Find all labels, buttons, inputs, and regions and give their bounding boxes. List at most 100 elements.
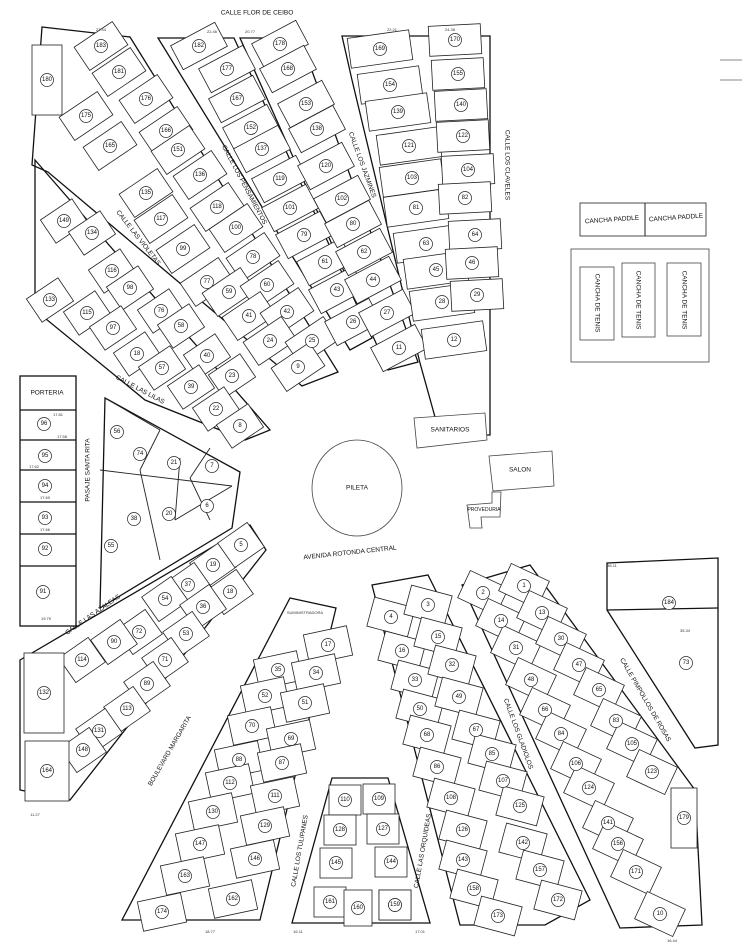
lot-145[interactable]: 145 xyxy=(329,856,343,870)
lot-32[interactable]: 32 xyxy=(445,658,459,672)
lot-2[interactable]: 2 xyxy=(476,586,490,600)
lot-122[interactable]: 122 xyxy=(456,129,470,143)
lot-28[interactable]: 28 xyxy=(435,295,449,309)
lot-152[interactable]: 152 xyxy=(244,121,258,135)
lot-100[interactable]: 100 xyxy=(229,221,243,235)
lot-60[interactable]: 60 xyxy=(260,278,274,292)
lot-70[interactable]: 70 xyxy=(245,719,259,733)
lot-34[interactable]: 34 xyxy=(309,666,323,680)
lot-10[interactable]: 10 xyxy=(653,907,667,921)
lot-71[interactable]: 71 xyxy=(158,653,172,667)
lot-149[interactable]: 149 xyxy=(57,214,71,228)
lot-3[interactable]: 3 xyxy=(421,598,435,612)
lot-48[interactable]: 48 xyxy=(524,673,538,687)
lot-55[interactable]: 55 xyxy=(104,539,118,553)
lot-155[interactable]: 155 xyxy=(451,67,465,81)
lot-97[interactable]: 97 xyxy=(106,321,120,335)
lot-171[interactable]: 171 xyxy=(629,865,643,879)
lot-22[interactable]: 22 xyxy=(209,402,223,416)
lot-135[interactable]: 135 xyxy=(139,186,153,200)
lot-118[interactable]: 118 xyxy=(210,200,224,214)
lot-7[interactable]: 7 xyxy=(205,459,219,473)
lot-130[interactable]: 130 xyxy=(206,805,220,819)
lot-42[interactable]: 42 xyxy=(280,305,294,319)
lot-86[interactable]: 86 xyxy=(430,760,444,774)
lot-57[interactable]: 57 xyxy=(155,361,169,375)
lot-65[interactable]: 65 xyxy=(592,683,606,697)
lot-44[interactable]: 44 xyxy=(366,273,380,287)
lot-47[interactable]: 47 xyxy=(572,658,586,672)
lot-147[interactable]: 147 xyxy=(193,837,207,851)
lot-16[interactable]: 16 xyxy=(395,644,409,658)
lot-131[interactable]: 131 xyxy=(92,724,106,738)
lot-109[interactable]: 109 xyxy=(372,792,386,806)
lot-176[interactable]: 176 xyxy=(139,92,153,106)
lot-117[interactable]: 117 xyxy=(154,212,168,226)
lot-121[interactable]: 121 xyxy=(402,139,416,153)
lot-175[interactable]: 175 xyxy=(79,109,93,123)
lot-41[interactable]: 41 xyxy=(242,309,256,323)
lot-93[interactable]: 93 xyxy=(38,511,52,525)
lot-148[interactable]: 148 xyxy=(76,743,90,757)
lot-17[interactable]: 17 xyxy=(321,638,335,652)
lot-170[interactable]: 170 xyxy=(448,33,462,47)
lot-151[interactable]: 151 xyxy=(171,143,185,157)
lot-134[interactable]: 134 xyxy=(85,226,99,240)
lot-164[interactable]: 164 xyxy=(40,764,54,778)
lot-61[interactable]: 61 xyxy=(318,255,332,269)
lot-18[interactable]: 18 xyxy=(130,347,144,361)
lot-144[interactable]: 144 xyxy=(384,855,398,869)
lot-165[interactable]: 165 xyxy=(103,139,117,153)
lot-78[interactable]: 78 xyxy=(246,250,260,264)
lot-4[interactable]: 4 xyxy=(384,610,398,624)
lot-178[interactable]: 178 xyxy=(273,37,287,51)
lot-91[interactable]: 91 xyxy=(36,585,50,599)
lot-90[interactable]: 90 xyxy=(107,635,121,649)
lot-46[interactable]: 46 xyxy=(465,256,479,270)
lot-40[interactable]: 40 xyxy=(200,349,214,363)
lot-179[interactable]: 179 xyxy=(677,811,691,825)
lot-81[interactable]: 81 xyxy=(409,201,423,215)
lot-102[interactable]: 102 xyxy=(335,192,349,206)
lot-136[interactable]: 136 xyxy=(193,168,207,182)
lot-88[interactable]: 88 xyxy=(232,753,246,767)
lot-120[interactable]: 120 xyxy=(319,159,333,173)
lot-137[interactable]: 137 xyxy=(255,142,269,156)
lot-115[interactable]: 115 xyxy=(80,306,94,320)
lot-45[interactable]: 45 xyxy=(429,263,443,277)
lot-163[interactable]: 163 xyxy=(178,869,192,883)
lot-38[interactable]: 38 xyxy=(127,512,141,526)
lot-107[interactable]: 107 xyxy=(496,774,510,788)
lot-113[interactable]: 113 xyxy=(120,702,134,716)
lot-162[interactable]: 162 xyxy=(226,892,240,906)
lot-68[interactable]: 68 xyxy=(420,728,434,742)
lot-74[interactable]: 74 xyxy=(133,447,147,461)
lot-127[interactable]: 127 xyxy=(376,822,390,836)
lot-18[interactable]: 18 xyxy=(223,585,237,599)
lot-172[interactable]: 172 xyxy=(551,893,565,907)
lot-24[interactable]: 24 xyxy=(263,334,277,348)
lot-99[interactable]: 99 xyxy=(176,242,190,256)
lot-67[interactable]: 67 xyxy=(469,723,483,737)
lot-87[interactable]: 87 xyxy=(275,756,289,770)
lot-25[interactable]: 25 xyxy=(305,334,319,348)
lot-21[interactable]: 21 xyxy=(167,456,181,470)
lot-95[interactable]: 95 xyxy=(38,449,52,463)
lot-169[interactable]: 169 xyxy=(373,42,387,56)
lot-143[interactable]: 143 xyxy=(456,853,470,867)
lot-72[interactable]: 72 xyxy=(132,625,146,639)
lot-129[interactable]: 129 xyxy=(258,819,272,833)
lot-11[interactable]: 11 xyxy=(392,341,406,355)
lot-128[interactable]: 128 xyxy=(333,823,347,837)
lot-108[interactable]: 108 xyxy=(444,791,458,805)
lot-5[interactable]: 5 xyxy=(234,538,248,552)
lot-168[interactable]: 168 xyxy=(281,62,295,76)
lot-19[interactable]: 19 xyxy=(206,558,220,572)
lot-119[interactable]: 119 xyxy=(273,172,287,186)
lot-37[interactable]: 37 xyxy=(181,578,195,592)
lot-49[interactable]: 49 xyxy=(452,690,466,704)
lot-80[interactable]: 80 xyxy=(346,217,360,231)
lot-180[interactable]: 180 xyxy=(40,73,54,87)
lot-141[interactable]: 141 xyxy=(601,816,615,830)
lot-43[interactable]: 43 xyxy=(330,283,344,297)
